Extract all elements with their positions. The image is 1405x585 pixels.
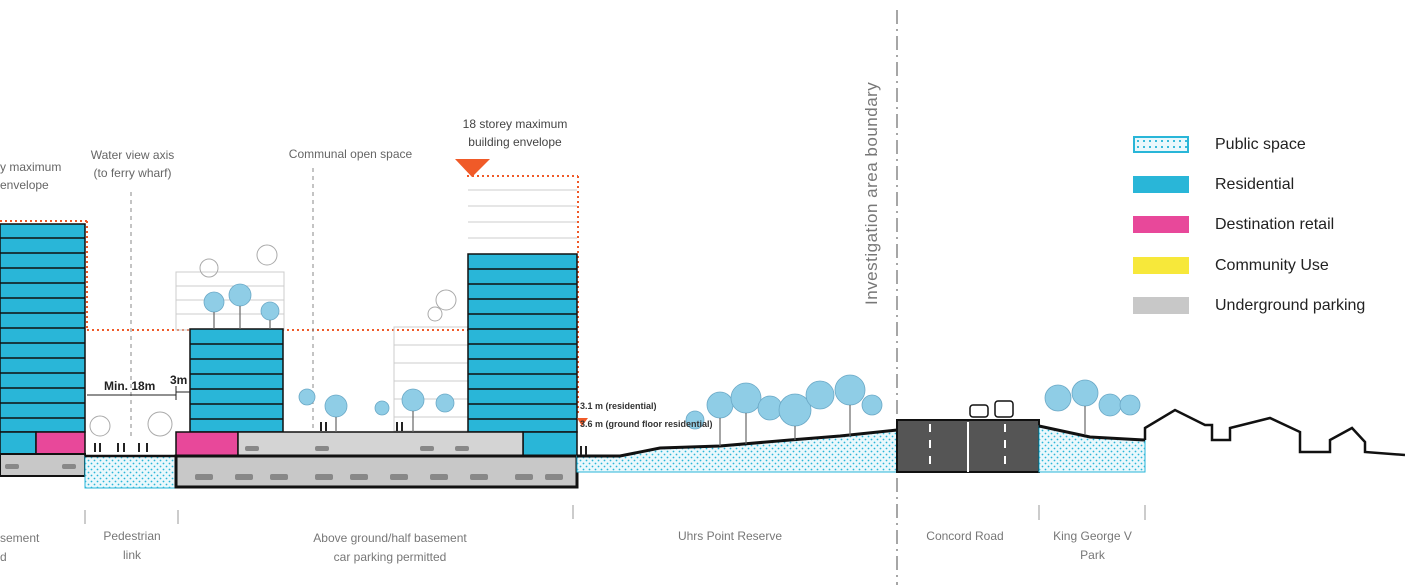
envelope-marker-triangle bbox=[455, 159, 490, 177]
pedestrian-link-public-space bbox=[84, 455, 177, 489]
zone-above-line2: car parking permitted bbox=[333, 550, 447, 564]
zone-king-george-label: King George V Park bbox=[1040, 527, 1145, 565]
ground-floor-height-label: 3.6 m (ground floor residential) bbox=[580, 419, 713, 429]
legend-label-public-space: Public space bbox=[1215, 136, 1306, 153]
legend-label-retail: Destination retail bbox=[1215, 216, 1335, 233]
people-figures bbox=[94, 422, 587, 455]
legend-item-public-space: Public space bbox=[1133, 134, 1403, 156]
legend-swatch-retail bbox=[1133, 216, 1189, 233]
legend-item-destination-retail: Destination retail bbox=[1133, 214, 1403, 236]
legend-label-community: Community Use bbox=[1215, 257, 1329, 274]
guide-lines bbox=[130, 168, 314, 440]
envelope-left-label: y maximum envelope bbox=[0, 158, 75, 194]
middle-residential-building bbox=[175, 328, 284, 457]
envelope-left-line1: y maximum bbox=[0, 160, 62, 174]
dimension-lines bbox=[87, 386, 190, 400]
king-george-park-public-space bbox=[1038, 425, 1146, 473]
legend-label-parking: Underground parking bbox=[1215, 297, 1366, 314]
zone-ticks bbox=[84, 505, 1146, 524]
zone-kg-line2: Park bbox=[1080, 548, 1105, 562]
podium-parking bbox=[5, 431, 579, 489]
communal-open-space-label: Communal open space bbox=[288, 147, 413, 161]
zone-left-line1: sement bbox=[0, 531, 40, 545]
investigation-area-boundary-label: Investigation area boundary bbox=[862, 81, 881, 305]
right-residential-tower bbox=[467, 253, 578, 457]
houses-silhouette bbox=[1143, 408, 1405, 457]
min-18m-dimension: Min. 18m bbox=[104, 379, 156, 393]
envelope-left-line2: envelope bbox=[0, 178, 49, 192]
height-marker-triangle bbox=[577, 418, 588, 426]
3m-dimension: 3m bbox=[170, 373, 188, 387]
zone-uhrs-point-label: Uhrs Point Reserve bbox=[677, 529, 783, 543]
zone-above-ground-parking-label: Above ground/half basement car parking p… bbox=[280, 529, 500, 567]
water-view-line1: Water view axis bbox=[90, 148, 175, 162]
zone-left-line2: d bbox=[0, 550, 7, 564]
trees bbox=[203, 283, 1141, 430]
zone-kg-line1: King George V bbox=[1053, 529, 1132, 543]
legend-item-community-use: Community Use bbox=[1133, 255, 1403, 277]
zone-pedestrian-link-label: Pedestrian link bbox=[88, 527, 176, 565]
envelope-18-storey-label: 18 storey maximum building envelope bbox=[440, 115, 590, 151]
water-view-axis-label: Water view axis (to ferry wharf) bbox=[75, 146, 190, 182]
legend-swatch-residential bbox=[1133, 176, 1189, 193]
ghost-floor-lines bbox=[175, 189, 577, 432]
concord-road bbox=[896, 400, 1040, 473]
legend-item-residential: Residential bbox=[1133, 174, 1403, 196]
zone-left-label: sement d bbox=[0, 529, 50, 567]
zone-above-line1: Above ground/half basement bbox=[313, 531, 467, 545]
park-ground-line bbox=[1038, 424, 1146, 442]
legend-swatch-parking bbox=[1133, 297, 1189, 314]
tree-trunks bbox=[213, 306, 1086, 446]
legend-label-residential: Residential bbox=[1215, 176, 1295, 193]
zone-concord-road-label: Concord Road bbox=[926, 529, 1004, 543]
legend-swatch-community bbox=[1133, 257, 1189, 274]
legend-swatch-public-space bbox=[1133, 136, 1189, 153]
envelope18-line1: 18 storey maximum bbox=[462, 117, 568, 131]
ghost-trees bbox=[89, 244, 457, 437]
residential-height-label: 3.1 m (residential) bbox=[580, 401, 657, 411]
water-view-line2: (to ferry wharf) bbox=[93, 166, 172, 180]
left-residential-tower bbox=[0, 223, 86, 477]
zone-ped-line1: Pedestrian bbox=[103, 529, 161, 543]
zone-ped-line2: link bbox=[122, 548, 141, 562]
legend-item-underground-parking: Underground parking bbox=[1133, 295, 1403, 317]
envelope18-line2: building envelope bbox=[468, 135, 562, 149]
